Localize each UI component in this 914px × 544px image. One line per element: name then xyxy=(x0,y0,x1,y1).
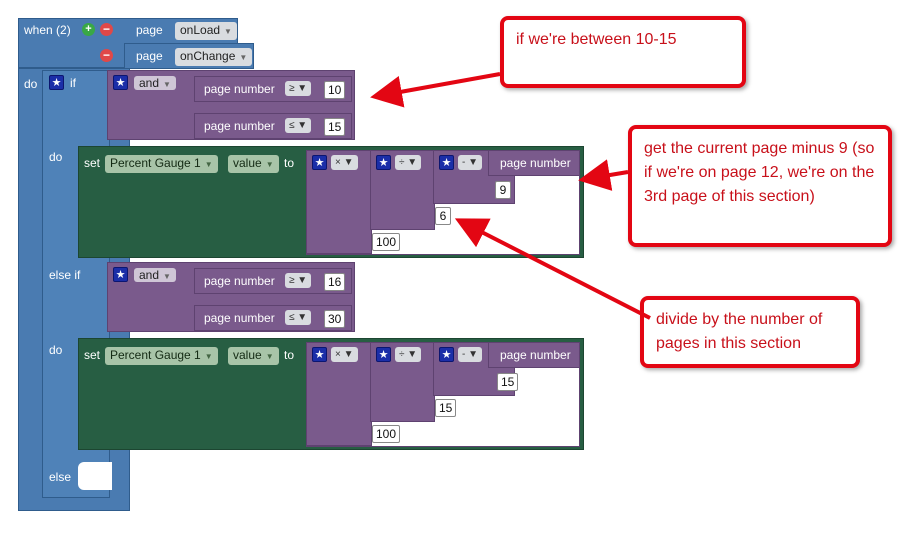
number-input[interactable]: 10 xyxy=(324,81,346,99)
if-label: if xyxy=(70,76,76,90)
math-op-dropdown[interactable]: - ▼ xyxy=(458,155,483,170)
when-label: when (2) xyxy=(24,23,71,37)
else-empty-slot xyxy=(78,462,112,490)
and-label: and▼ xyxy=(134,75,176,93)
component-dropdown[interactable]: Percent Gauge 1▼ xyxy=(105,347,218,365)
to-label: to xyxy=(284,156,295,170)
number-input[interactable]: 30 xyxy=(324,310,346,328)
number-input[interactable]: 100 xyxy=(372,425,401,443)
number-input[interactable]: 6 xyxy=(435,207,451,225)
math-op-dropdown[interactable]: × ▼ xyxy=(331,347,358,362)
event-dropdown-onload[interactable]: onLoad▼ xyxy=(175,22,237,40)
and-label: and▼ xyxy=(134,267,176,285)
mutator-star-icon[interactable]: ★ xyxy=(376,155,391,170)
operand-label: page number xyxy=(500,348,571,362)
do-label: do xyxy=(24,77,38,91)
mutator-star-icon[interactable]: ★ xyxy=(312,347,327,362)
mutator-star-icon[interactable]: ★ xyxy=(312,155,327,170)
operator-dropdown[interactable]: ≤ ▼ xyxy=(285,118,312,133)
set-label: set xyxy=(84,348,101,362)
operand-block[interactable] xyxy=(488,342,580,368)
add-event-icon[interactable]: + xyxy=(82,23,95,36)
remove-event-icon[interactable]: − xyxy=(100,23,113,36)
operator-dropdown[interactable]: ≥ ▼ xyxy=(285,81,312,96)
event-component-label: page xyxy=(136,49,163,63)
number-input[interactable]: 15 xyxy=(435,399,457,417)
event-dropdown-onchange[interactable]: onChange▼ xyxy=(175,48,253,66)
math-op-dropdown[interactable]: - ▼ xyxy=(458,347,483,362)
do-label: do xyxy=(49,343,63,357)
math-op-dropdown[interactable]: ÷ ▼ xyxy=(395,347,422,362)
operand-label: page number xyxy=(500,156,571,170)
property-dropdown[interactable]: value▼ xyxy=(228,347,279,365)
mutator-star-icon[interactable]: ★ xyxy=(439,155,454,170)
callout-minus: get the current page minus 9 (so if we'r… xyxy=(628,125,892,247)
component-dropdown[interactable]: Percent Gauge 1▼ xyxy=(105,155,218,173)
remove-event-icon[interactable]: − xyxy=(100,49,113,62)
number-input[interactable]: 9 xyxy=(495,181,511,199)
operand-label: page number xyxy=(204,274,275,288)
set-label: set xyxy=(84,156,101,170)
arrow-to-divisor xyxy=(454,218,651,320)
operand-label: page number xyxy=(204,119,275,133)
mutator-star-icon[interactable]: ★ xyxy=(113,267,128,282)
operand-label: page number xyxy=(204,311,275,325)
to-label: to xyxy=(284,348,295,362)
mutator-star-icon[interactable]: ★ xyxy=(376,347,391,362)
else-if-label: else if xyxy=(49,268,81,282)
operand-label: page number xyxy=(204,82,275,96)
number-input[interactable]: 15 xyxy=(324,118,346,136)
event-component-label: page xyxy=(136,23,163,37)
do-label: do xyxy=(49,150,63,164)
callout-range: if we're between 10-15 xyxy=(500,16,746,88)
operator-dropdown[interactable]: ≤ ▼ xyxy=(285,310,312,325)
callout-divide: divide by the number of pages in this se… xyxy=(640,296,860,368)
mutator-star-icon[interactable]: ★ xyxy=(439,347,454,362)
number-input[interactable]: 15 xyxy=(497,373,519,391)
else-label: else xyxy=(49,470,72,484)
arrow-to-range-condition xyxy=(370,72,501,108)
property-dropdown[interactable]: value▼ xyxy=(228,155,279,173)
arrow-to-minus-block xyxy=(578,159,629,191)
number-input[interactable]: 16 xyxy=(324,273,346,291)
number-input[interactable]: 100 xyxy=(372,233,401,251)
mutator-star-icon[interactable]: ★ xyxy=(113,75,128,90)
operator-dropdown[interactable]: ≥ ▼ xyxy=(285,273,312,288)
math-op-dropdown[interactable]: × ▼ xyxy=(331,155,358,170)
operand-block[interactable] xyxy=(488,150,580,176)
mutator-star-icon[interactable]: ★ xyxy=(49,75,64,90)
math-op-dropdown[interactable]: ÷ ▼ xyxy=(395,155,422,170)
